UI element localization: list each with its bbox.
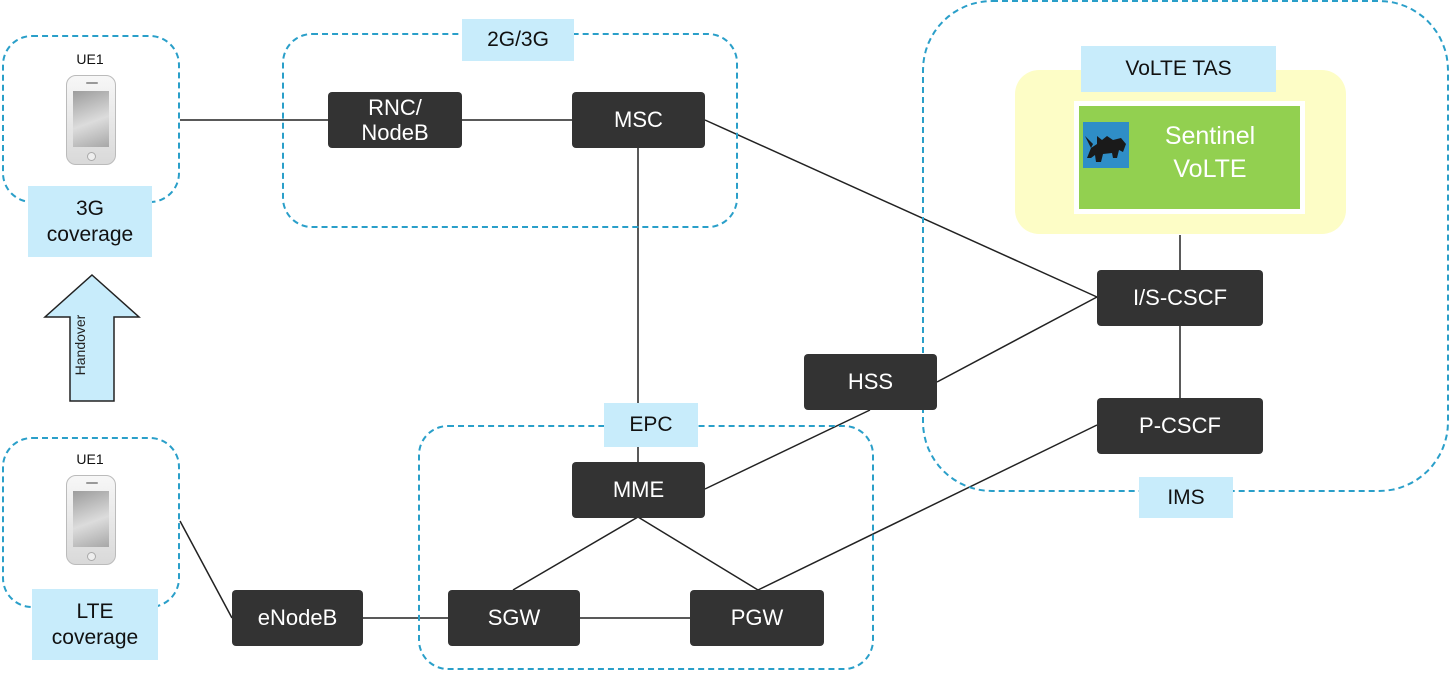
enodeb-node: eNodeB — [232, 590, 363, 646]
phone-icon — [66, 75, 116, 165]
handover-arrow-icon — [43, 273, 141, 402]
mme-node: MME — [572, 462, 705, 518]
pcscf-node: P-CSCF — [1097, 398, 1263, 454]
sentinel-volte-label: Sentinel VoLTE — [1164, 122, 1256, 183]
3g-coverage-label: 3G coverage — [28, 186, 152, 257]
iscscf-node: I/S-CSCF — [1097, 270, 1263, 326]
link-mme-pgw — [637, 516, 759, 591]
ue1-bottom-label: UE1 — [76, 451, 104, 467]
link-mme-sgw — [512, 516, 639, 591]
epc-region-label: EPC — [604, 403, 698, 447]
gsm-region-label: 2G/3G — [462, 19, 574, 61]
link-ue2-enodeb — [179, 520, 233, 619]
handover-label: Handover — [72, 314, 88, 376]
sentinel-volte-box: Sentinel VoLTE — [1074, 101, 1305, 214]
phone-icon — [66, 475, 116, 565]
rhino-icon — [1083, 122, 1129, 168]
link-msc-iscscf — [704, 119, 1098, 298]
ims-region-label: IMS — [1139, 477, 1233, 518]
msc-node: MSC — [572, 92, 705, 148]
hss-node: HSS — [804, 354, 937, 410]
lte-coverage-label: LTE coverage — [32, 589, 158, 660]
volte-tas-label: VoLTE TAS — [1081, 46, 1276, 92]
pgw-node: PGW — [690, 590, 824, 646]
link-pgw-pcscf — [757, 424, 1098, 591]
ue1-top-label: UE1 — [76, 51, 104, 67]
link-mme-hss — [704, 409, 871, 490]
sgw-node: SGW — [448, 590, 580, 646]
rnc-nodeb-node: RNC/ NodeB — [328, 92, 462, 148]
link-hss-iscscf — [936, 296, 1098, 383]
